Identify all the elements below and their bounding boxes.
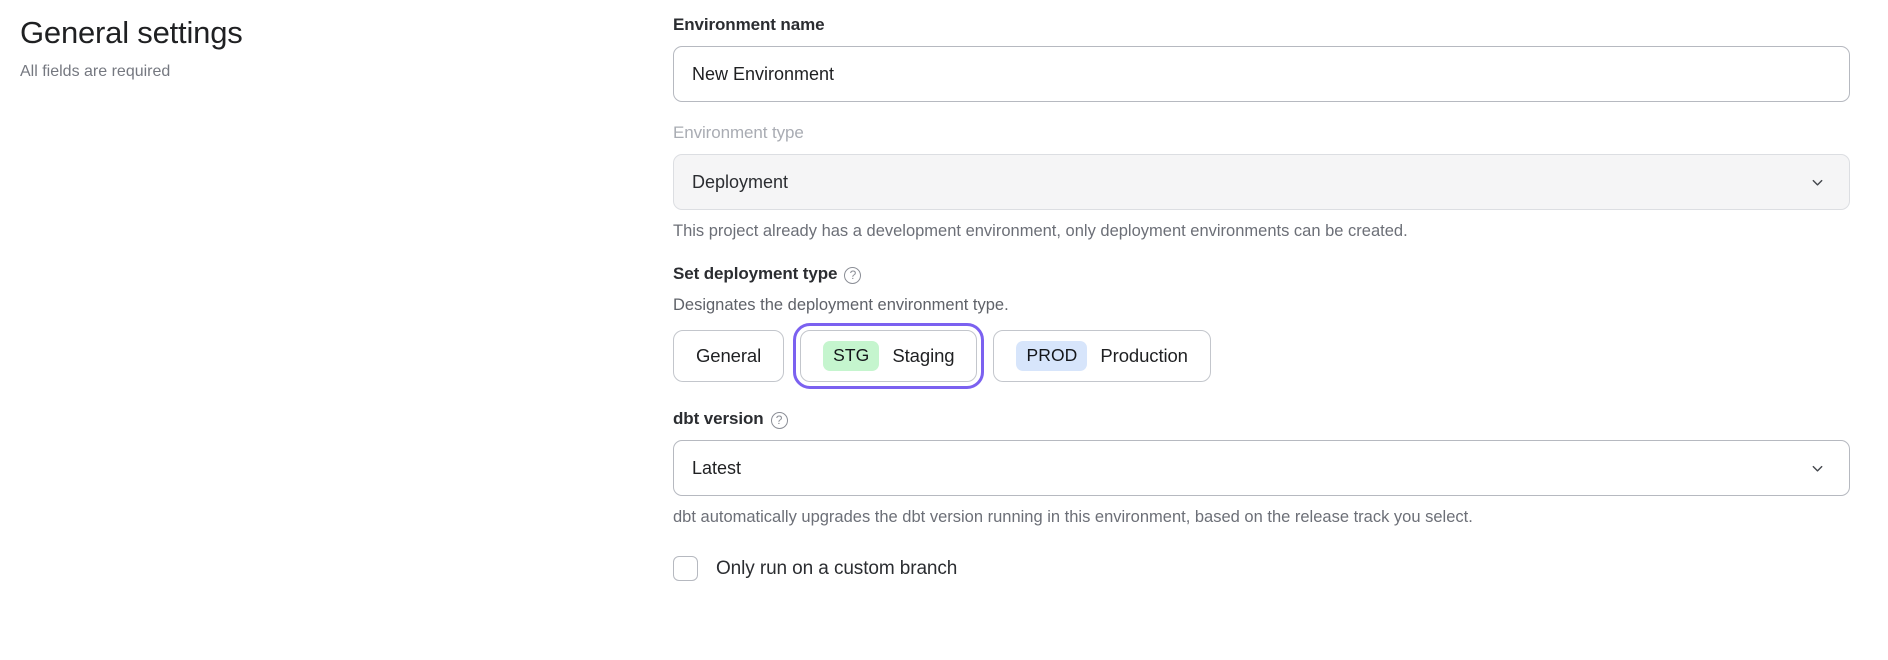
environment-name-field: Environment name New Environment (673, 14, 1850, 102)
custom-branch-label: Only run on a custom branch (716, 557, 958, 579)
page-title: General settings (20, 15, 243, 50)
deployment-type-option-staging[interactable]: STG Staging (793, 323, 985, 389)
environment-type-label: Environment type (673, 122, 1850, 144)
deployment-type-option-general[interactable]: General (673, 330, 785, 382)
environment-type-helper-text: This project already has a development e… (673, 222, 1408, 240)
custom-branch-row[interactable]: Only run on a custom branch (673, 556, 1850, 581)
environment-type-field: Environment type Deployment This project… (673, 122, 1850, 242)
deployment-type-description: Designates the deployment environment ty… (673, 296, 1009, 314)
dbt-version-value: Latest (692, 458, 742, 478)
deployment-type-option-general-label: General (696, 344, 762, 366)
environment-name-input[interactable]: New Environment (673, 46, 1850, 102)
settings-header: General settings All fields are required (20, 14, 620, 83)
dbt-version-label: dbt version (673, 408, 1850, 430)
dbt-version-helper-text: dbt automatically upgrades the dbt versi… (673, 508, 1473, 526)
environment-name-label-text: Environment name (673, 15, 825, 34)
general-settings-form: Environment name New Environment Environ… (673, 0, 1850, 581)
deployment-type-option-production-label: Production (1100, 344, 1188, 366)
environment-type-label-text: Environment type (673, 123, 804, 142)
page-subtitle: All fields are required (20, 63, 171, 80)
dbt-version-label-text: dbt version (673, 409, 764, 428)
chevron-down-icon (1810, 175, 1825, 190)
staging-badge: STG (823, 341, 880, 371)
deployment-type-option-production[interactable]: PROD Production (993, 330, 1211, 382)
dbt-version-field: dbt version Latest dbt automatically upg… (673, 408, 1850, 528)
environment-type-value: Deployment (692, 172, 789, 192)
environment-type-select[interactable]: Deployment (673, 154, 1850, 210)
deployment-type-label-text: Set deployment type (673, 264, 838, 283)
environment-name-label: Environment name (673, 14, 1850, 36)
deployment-type-button-group: General STG Staging PROD Production (673, 323, 1850, 389)
custom-branch-checkbox[interactable] (673, 556, 698, 581)
chevron-down-icon (1810, 461, 1825, 476)
deployment-type-field: Set deployment type Designates the deplo… (673, 263, 1850, 389)
production-badge: PROD (1016, 341, 1088, 371)
dbt-version-select[interactable]: Latest (673, 440, 1850, 496)
deployment-type-label: Set deployment type (673, 263, 1850, 285)
question-circle-icon[interactable] (844, 266, 862, 284)
question-circle-icon[interactable] (770, 411, 788, 429)
deployment-type-option-staging-label: Staging (892, 344, 955, 366)
environment-name-value: New Environment (692, 64, 835, 84)
